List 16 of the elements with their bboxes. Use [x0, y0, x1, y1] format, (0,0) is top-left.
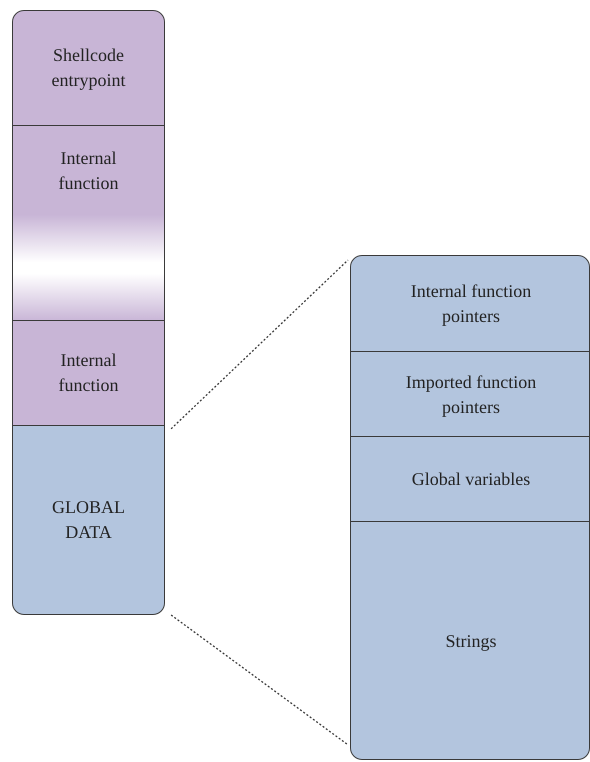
memory-panel — [350, 255, 590, 760]
block-label: Imported function pointers — [404, 370, 538, 419]
memory-block — [12, 425, 165, 615]
block-label: Internal function — [58, 349, 120, 397]
zoom-line — [170, 260, 348, 430]
block-label: Internal function pointers — [410, 280, 532, 328]
block-label: Global variables — [410, 468, 532, 491]
block-label: Shellcode entrypoint — [50, 44, 126, 92]
block-label: Strings — [444, 630, 498, 653]
block-label: GLOBAL DATA — [51, 496, 126, 544]
gap-block — [12, 215, 165, 321]
memory-block — [12, 10, 165, 126]
zoom-line — [170, 614, 348, 746]
memory-block — [12, 320, 165, 426]
memory-block — [12, 125, 165, 216]
block-label: Internal function — [58, 146, 120, 194]
